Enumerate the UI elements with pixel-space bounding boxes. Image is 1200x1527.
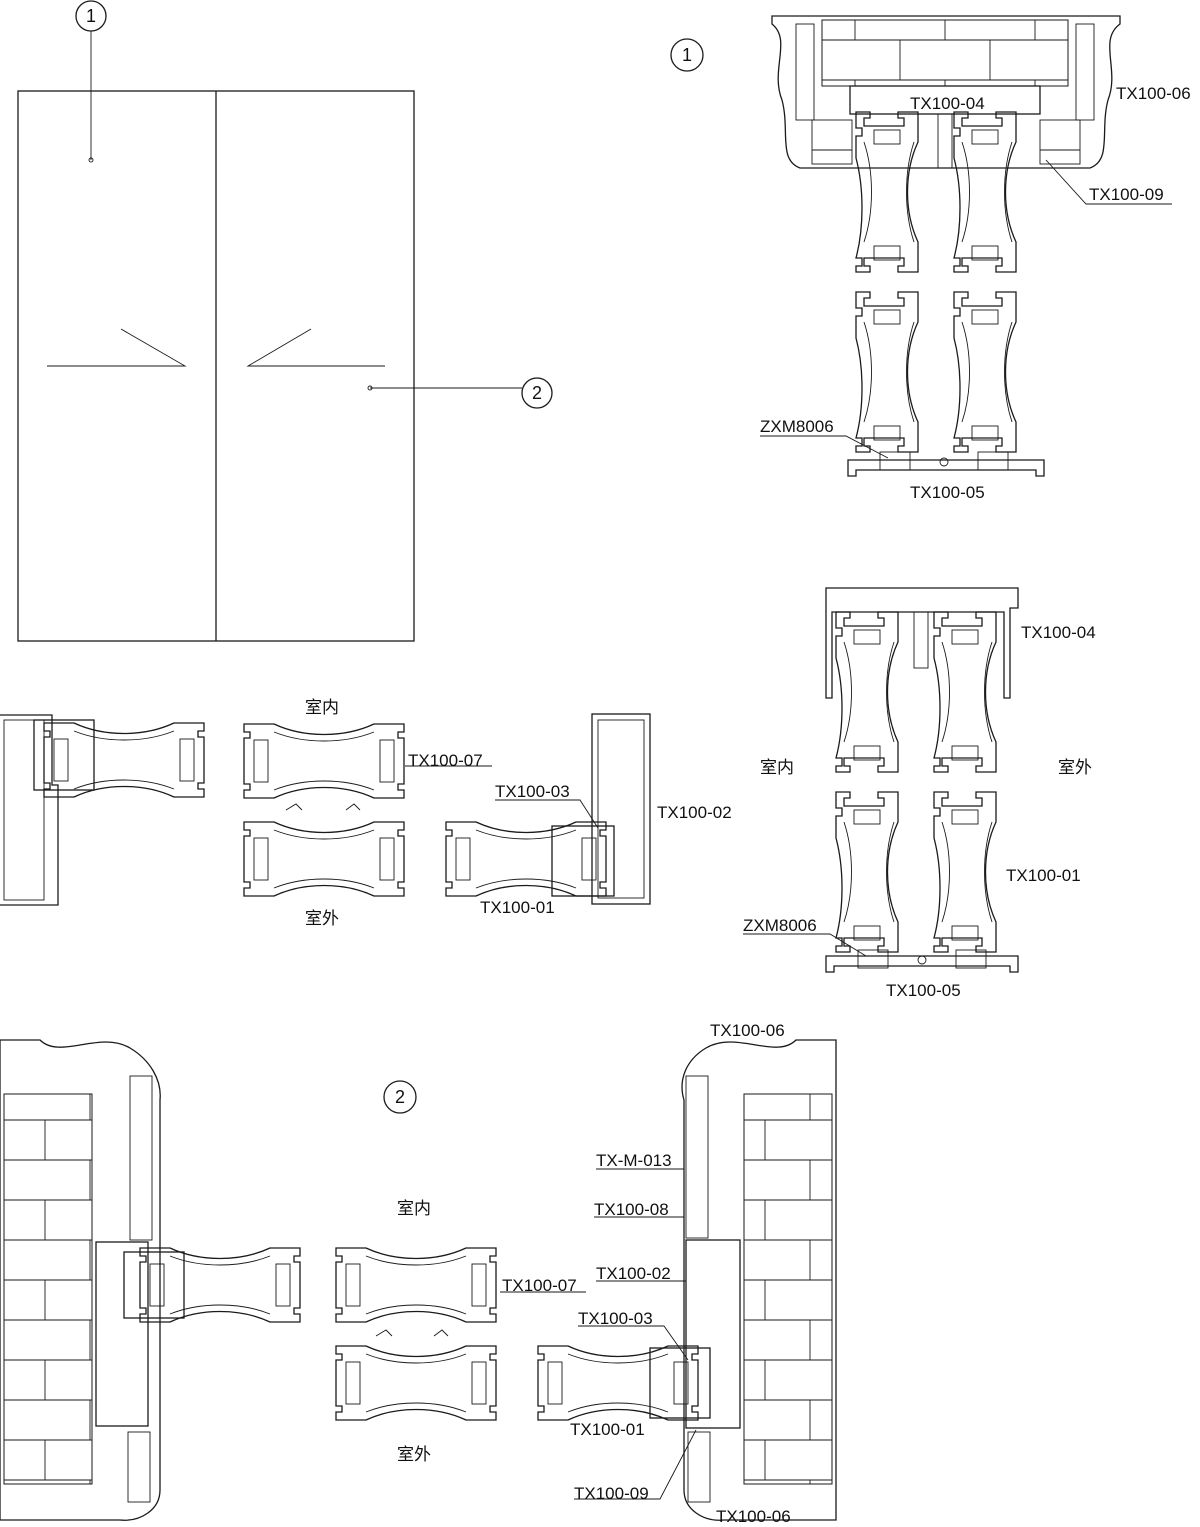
zone-outdoor-middle: 室外 — [305, 909, 339, 929]
plan-section-middle: 室内 室外 TX100-07 TX100-03 TX100-02 TX100-0… — [0, 698, 732, 929]
label-tx100-06-b: TX100-06 — [710, 1021, 785, 1040]
label-zxm8006-a: ZXM8006 — [760, 417, 834, 436]
label-tx100-07-a: TX100-07 — [408, 751, 483, 770]
label-zxm8006-b: ZXM8006 — [743, 916, 817, 935]
label-tx100-09-a: TX100-09 — [1089, 185, 1164, 204]
label-tx100-03-b: TX100-03 — [578, 1309, 653, 1328]
detail-1-marker: 1 — [682, 45, 692, 65]
label-tx100-03-a: TX100-03 — [495, 782, 570, 801]
label-tx100-06-c: TX100-06 — [716, 1507, 791, 1526]
label-tx100-08: TX100-08 — [594, 1200, 669, 1219]
label-tx-m-013: TX-M-013 — [596, 1151, 672, 1170]
label-tx100-02-b: TX100-02 — [596, 1264, 671, 1283]
label-tx100-05-a: TX100-05 — [910, 483, 985, 502]
label-tx100-09-b: TX100-09 — [574, 1484, 649, 1503]
label-tx100-02-a: TX100-02 — [657, 803, 732, 822]
detail-sash-section: TX100-04 室内 室外 TX100-01 ZXM8006 TX100-05 — [743, 587, 1096, 1000]
zone-indoor-middle: 室内 — [305, 698, 339, 718]
door-elevation: 1 2 — [17, 0, 553, 642]
zone-outdoor-bottom: 室外 — [397, 1445, 431, 1465]
label-tx100-01-b: TX100-01 — [1006, 866, 1081, 885]
zone-indoor-bottom: 室内 — [397, 1199, 431, 1219]
label-tx100-01-a: TX100-01 — [480, 898, 555, 917]
detail-2-plan-section: 2 室内 室外 TX100-07 TX100-06 TX-M-013 TX100… — [0, 1021, 837, 1526]
zone-indoor-right: 室内 — [760, 758, 794, 778]
detail-2-marker: 2 — [395, 1087, 405, 1107]
label-tx100-05-b: TX100-05 — [886, 981, 961, 1000]
label-tx100-04-a: TX100-04 — [910, 94, 985, 113]
elevation-marker-1: 1 — [86, 6, 96, 26]
label-tx100-07-b: TX100-07 — [502, 1276, 577, 1295]
label-tx100-01-c: TX100-01 — [570, 1420, 645, 1439]
label-tx100-04-b: TX100-04 — [1021, 623, 1096, 642]
elevation-marker-2: 2 — [532, 383, 542, 403]
detail-1-vertical-section: 1 TX100-04 TX100-06 TX100-09 ZXM8006 TX1… — [670, 15, 1191, 502]
label-tx100-06-a: TX100-06 — [1116, 84, 1191, 103]
zone-outdoor-right: 室外 — [1058, 758, 1092, 778]
